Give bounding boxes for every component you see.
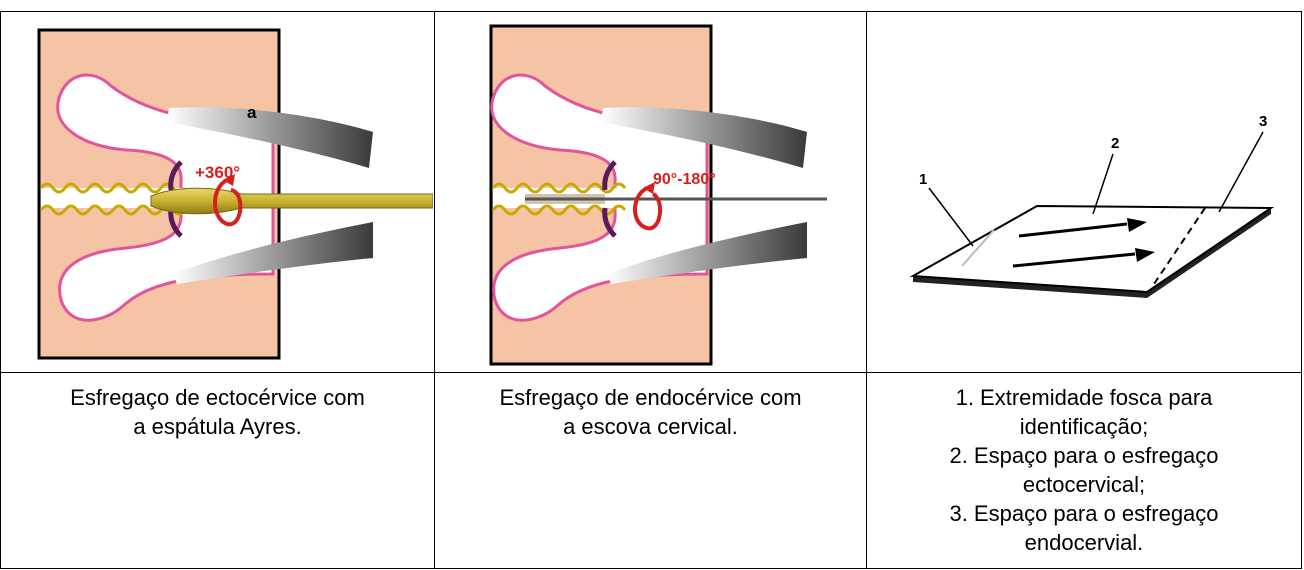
caption-line: identificação; (1019, 414, 1149, 439)
canal-upper-wall (39, 182, 187, 194)
speculum-upper-blade (167, 107, 373, 168)
marker-label: a (247, 103, 257, 122)
caption-ectocervix: Esfregaço de ectocérvice com a espátula … (70, 385, 365, 439)
slide-illustration: 1 2 3 (909, 113, 1275, 298)
speculum-lower-blade (607, 222, 807, 284)
ayres-spatula (150, 187, 433, 215)
figure-cell-ectocervix: +360° a (0, 11, 435, 373)
canal-lower-wall (491, 204, 627, 216)
smear-arrow-upper (1018, 222, 1128, 238)
caption-slide: 1. Extremidade fosca para identificação;… (867, 373, 1301, 557)
area-divider (1153, 207, 1206, 285)
caption-line: 1. Extremidade fosca para (955, 385, 1213, 410)
caption-line: ectocervical; (1022, 472, 1146, 497)
caption-line: endocervial. (1024, 530, 1144, 555)
caption-line: 2. Espaço para o esfregaço (949, 443, 1219, 468)
caption-line: 3. Espaço para o esfregaço (949, 501, 1219, 526)
caption-cell-endocervix: Esfregaço de endocérvice com a escova ce… (434, 372, 867, 569)
angle-label: 90°-180° (653, 171, 716, 188)
rotation-arrow (213, 178, 243, 227)
glass-slide (909, 204, 1275, 294)
canal-upper-wall (491, 182, 627, 194)
rotation-arrow (633, 186, 663, 231)
figure-table: +360° a (0, 11, 1302, 569)
angle-label: +360° (195, 163, 240, 182)
endocervix-brush-illustration: 90°-180° (489, 24, 827, 366)
label-3: 3 (1259, 113, 1267, 130)
canal-lower-wall (39, 204, 187, 216)
speculum-upper-blade (601, 107, 807, 168)
smear-arrow-lower (1012, 252, 1136, 268)
caption-cell-slide: 1. Extremidade fosca para identificação;… (866, 372, 1302, 569)
caption-cell-ectocervix: Esfregaço de ectocérvice com a espátula … (0, 372, 435, 569)
figure-cell-endocervix: 90°-180° (434, 11, 867, 373)
label-2: 2 (1111, 135, 1119, 152)
ectocervix-spatula-illustration: +360° a (37, 28, 433, 360)
label-1: 1 (919, 171, 927, 188)
caption-endocervix: Esfregaço de endocérvice com a escova ce… (499, 385, 802, 439)
speculum-lower-blade (173, 222, 373, 284)
frosted-end (961, 229, 995, 267)
figure-cell-slide: 1 2 3 (866, 11, 1302, 373)
